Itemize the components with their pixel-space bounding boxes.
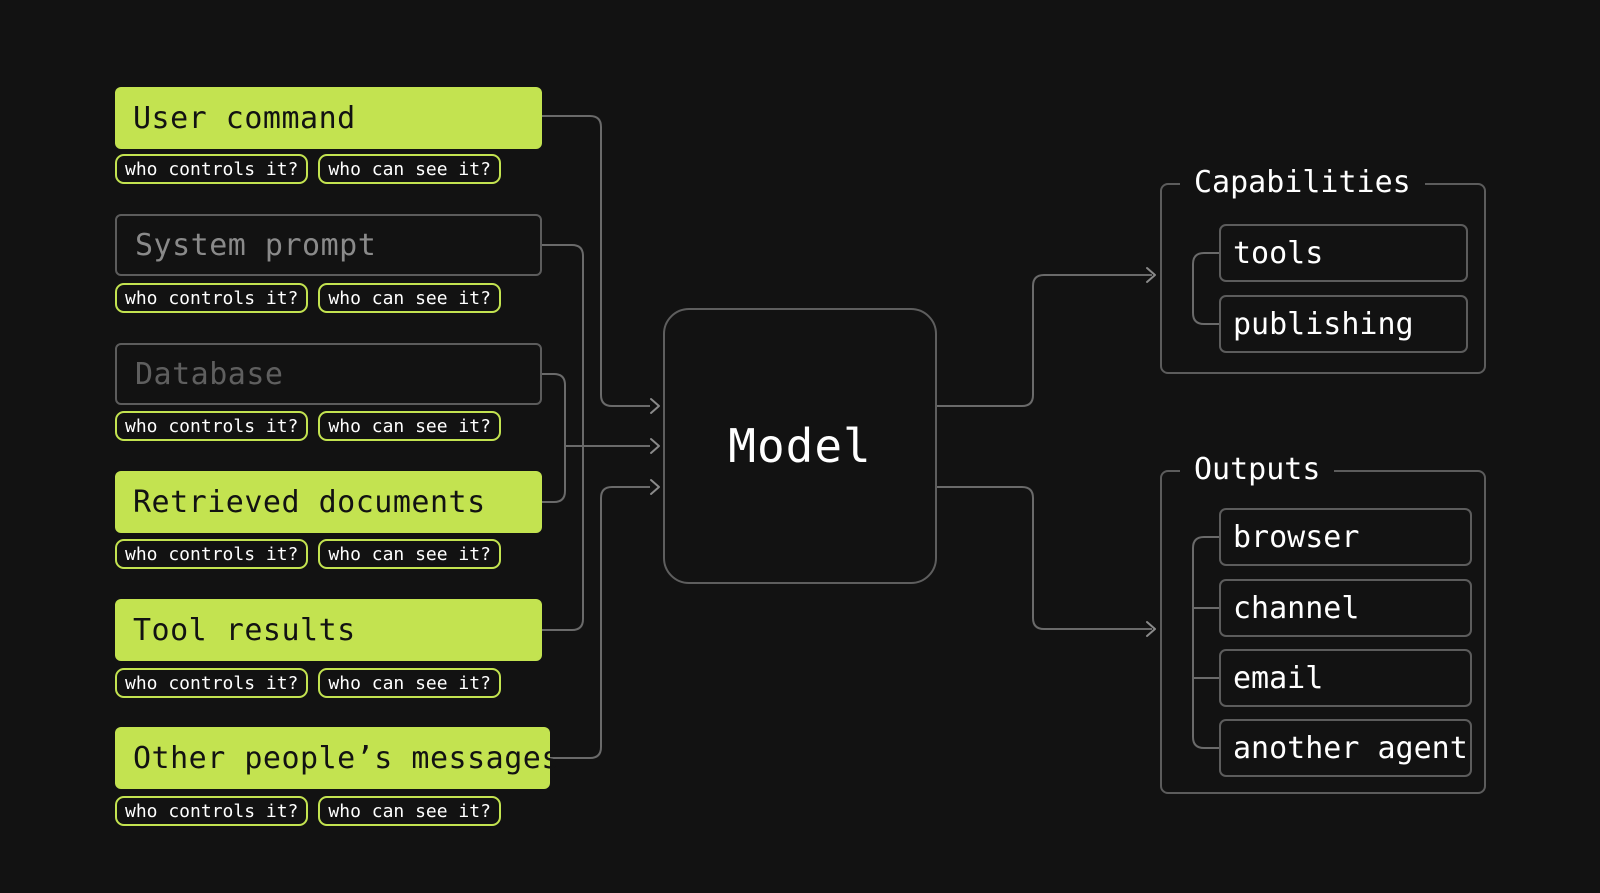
arrowhead-1 [650,398,660,414]
output-item-email: email [1219,649,1472,707]
output-item-channel: channel [1219,579,1472,637]
source-tags: who controls it? who can see it? [115,411,501,441]
source-retrieved-documents: Retrieved documents [115,471,542,533]
arrowhead-2 [650,438,660,454]
tag-who-can-see: who can see it? [318,283,501,313]
source-label: User command [133,100,356,136]
capability-item-publishing: publishing [1219,295,1468,353]
outputs-title: Outputs [1180,452,1335,488]
tag-who-can-see: who can see it? [318,411,501,441]
model-label: Model [728,419,872,473]
tag-who-controls: who controls it? [115,154,309,184]
tag-who-can-see: who can see it? [318,154,501,184]
source-tags: who controls it? who can see it? [115,796,501,826]
connector-model-capabilities [937,274,1152,407]
source-tags: who controls it? who can see it? [115,539,501,569]
connector-model-outputs [937,486,1152,630]
output-item-another-agent: another agent [1219,719,1472,777]
source-system-prompt: System prompt [115,214,542,276]
arrowhead-capabilities [1146,267,1156,283]
source-label: Other people’s messages [133,740,560,776]
arrowhead-3 [650,479,660,495]
output-item-browser: browser [1219,508,1472,566]
tag-who-controls: who controls it? [115,796,309,826]
tag-who-can-see: who can see it? [318,539,501,569]
model-node: Model [663,308,937,584]
source-tool-results: Tool results [115,599,542,661]
connector-database [542,373,566,503]
source-other-peoples-messages: Other people’s messages [115,727,559,789]
tag-who-controls: who controls it? [115,283,309,313]
source-label: System prompt [135,227,377,263]
bracket-outputs [1192,536,1219,749]
capabilities-title: Capabilities [1180,165,1425,201]
connector-system-prompt [542,244,650,447]
connector-tool-results [542,446,584,631]
source-database: Database [115,343,542,405]
source-label: Tool results [133,612,356,648]
bracket-capabilities [1192,252,1219,325]
source-label: Retrieved documents [133,484,486,520]
capability-item-tools: tools [1219,224,1468,282]
source-tags: who controls it? who can see it? [115,283,501,313]
connector-other-messages [550,486,650,759]
source-label: Database [135,356,284,392]
tag-who-controls: who controls it? [115,411,309,441]
source-tags: who controls it? who can see it? [115,154,501,184]
tag-who-can-see: who can see it? [318,796,501,826]
source-user-command: User command [115,87,542,149]
tag-who-can-see: who can see it? [318,668,501,698]
tag-who-controls: who controls it? [115,668,309,698]
tag-who-controls: who controls it? [115,539,309,569]
connector-user-command [542,115,650,407]
arrowhead-outputs [1146,621,1156,637]
source-tags: who controls it? who can see it? [115,668,501,698]
